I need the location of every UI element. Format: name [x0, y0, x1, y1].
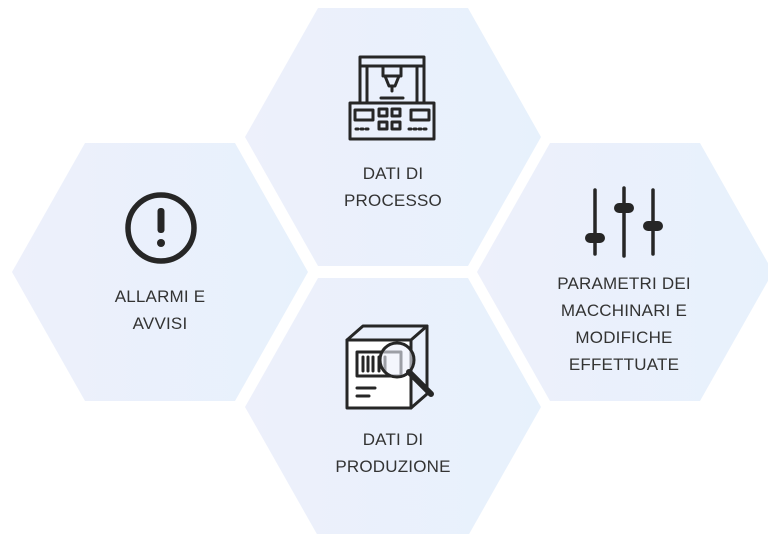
box-magnifier-icon	[345, 324, 434, 410]
label-line: PROCESSO	[344, 191, 442, 210]
label-line: AVVISI	[132, 314, 188, 333]
hexagon-parameters-label: PARAMETRI DEI MACCHINARI E MODIFICHE EFF…	[524, 270, 724, 378]
hexagon-process	[245, 8, 541, 266]
label-line: PARAMETRI DEI	[557, 274, 691, 293]
hexagon-production-label: DATI DI PRODUZIONE	[293, 426, 493, 480]
hexagon-process-label: DATI DI PROCESSO	[293, 160, 493, 214]
label-line: MACCHINARI E	[560, 301, 688, 320]
exclamation-circle-icon	[125, 192, 197, 264]
label-line: MODIFICHE	[575, 328, 673, 347]
hexagon-parameters	[477, 143, 768, 401]
sliders-icon	[585, 186, 663, 258]
hexagon-alarms	[12, 143, 308, 401]
label-line: ALLARMI E	[114, 287, 206, 306]
label-line: DATI DI	[362, 164, 424, 183]
label-line: DATI DI	[362, 430, 424, 449]
machine-control-panel-icon	[348, 55, 436, 141]
label-line: EFFETTUATE	[568, 355, 680, 374]
hexagon-alarms-label: ALLARMI E AVVISI	[60, 283, 260, 337]
label-line: PRODUZIONE	[335, 457, 451, 476]
